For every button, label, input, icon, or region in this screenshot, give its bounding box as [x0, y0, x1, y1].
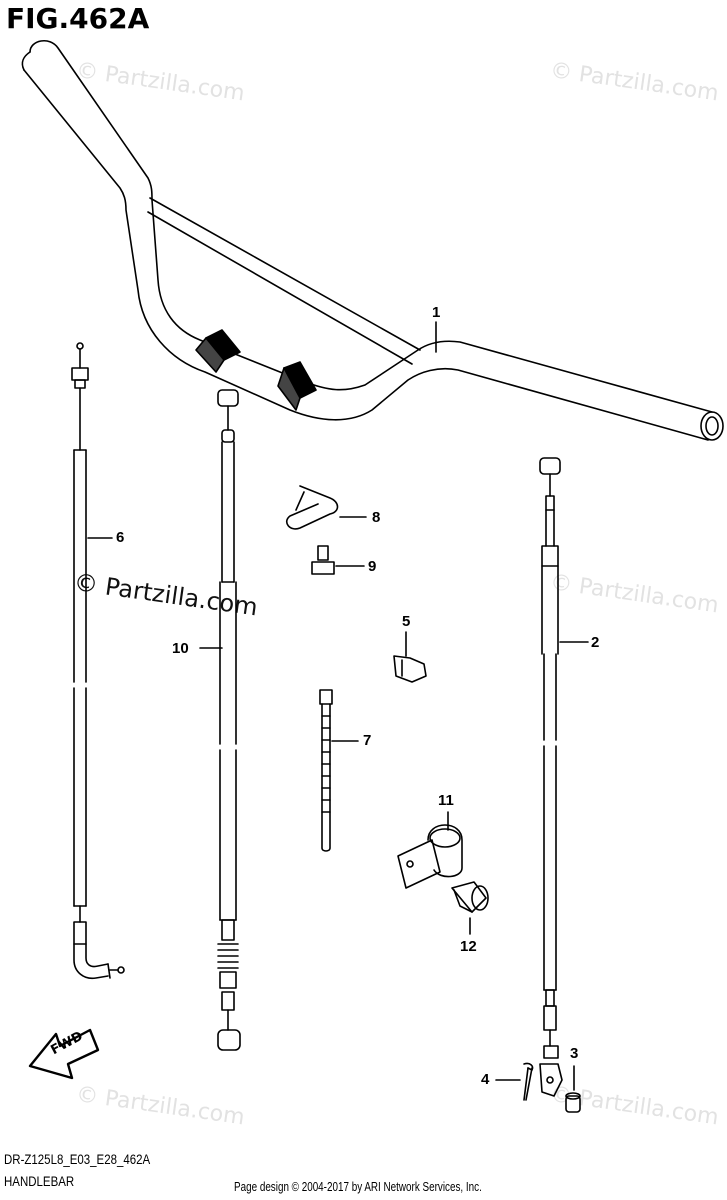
clip-part-8: [287, 486, 338, 529]
callout-12: 12: [460, 938, 477, 955]
callout-9: 9: [368, 558, 377, 575]
bracket-part-11: [398, 825, 462, 888]
diagram-code: DR-Z125L8_E03_E28_462A: [4, 1151, 151, 1167]
pin-part-4: [524, 1063, 533, 1100]
callout-10: 10: [172, 640, 189, 657]
footer-credit: Page design © 2004-2017 by ARI Network S…: [234, 1179, 482, 1194]
clamp-part-5: [394, 656, 426, 682]
callout-2: 2: [591, 634, 600, 651]
figure-title: FIG.462A: [6, 2, 150, 35]
fwd-direction-badge: [30, 1030, 98, 1078]
cable-part-2: [540, 458, 562, 1096]
bolt-part-9: [312, 546, 334, 574]
callout-5: 5: [402, 613, 411, 630]
callout-6: 6: [116, 529, 125, 546]
knurled-zone-right: [278, 362, 316, 410]
bolt-part-12: [452, 882, 488, 912]
cable-part-6: [72, 343, 124, 978]
section-name: HANDLEBAR: [4, 1173, 75, 1189]
callout-7: 7: [363, 732, 372, 749]
handlebar-part: [22, 41, 723, 440]
cable-part-10: [218, 390, 240, 1050]
knurled-zone-left: [196, 330, 240, 372]
callout-4: 4: [481, 1071, 490, 1088]
cable-tie-part-7: [320, 690, 332, 851]
callout-11: 11: [438, 792, 454, 809]
callout-1: 1: [432, 304, 441, 321]
callout-3: 3: [570, 1045, 579, 1062]
callout-8: 8: [372, 509, 381, 526]
pin-part-3: [566, 1093, 580, 1112]
